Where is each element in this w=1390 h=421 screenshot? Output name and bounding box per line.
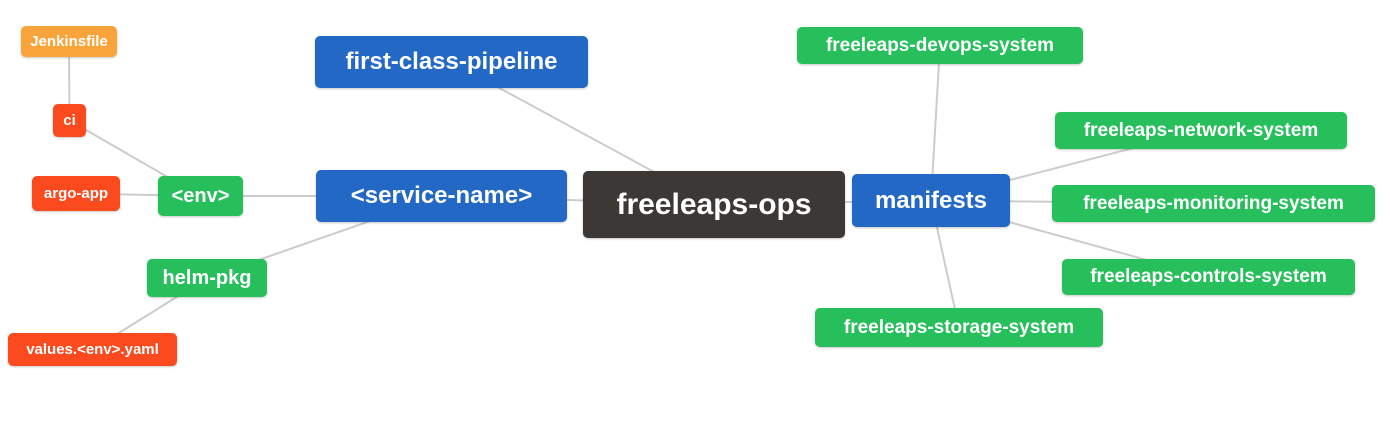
node-helm-pkg[interactable]: helm-pkg xyxy=(147,259,267,297)
node-freeleaps-monitoring-system[interactable]: freeleaps-monitoring-system xyxy=(1052,185,1375,222)
node-label: <service-name> xyxy=(350,182,533,209)
node-label: freeleaps-storage-system xyxy=(843,316,1075,338)
node-label: freeleaps-monitoring-system xyxy=(1083,192,1344,214)
node-label: <env> xyxy=(171,184,230,207)
node-jenkinsfile[interactable]: Jenkinsfile xyxy=(21,26,117,57)
node-freeleaps-controls-system[interactable]: freeleaps-controls-system xyxy=(1062,259,1355,295)
node-label: ci xyxy=(63,112,76,129)
node-label: values.<env>.yaml xyxy=(26,341,159,358)
node-label: Jenkinsfile xyxy=(30,33,108,50)
node-argo-app[interactable]: argo-app xyxy=(32,176,120,211)
node-env[interactable]: <env> xyxy=(158,176,243,216)
node-freeleaps-ops[interactable]: freeleaps-ops xyxy=(583,171,845,238)
node-label: freeleaps-ops xyxy=(616,187,812,221)
node-label: freeleaps-network-system xyxy=(1083,119,1319,141)
node-label: first-class-pipeline xyxy=(345,48,558,75)
node-freeleaps-devops-system[interactable]: freeleaps-devops-system xyxy=(797,27,1083,64)
node-values-env-yaml[interactable]: values.<env>.yaml xyxy=(8,333,177,366)
node-freeleaps-storage-system[interactable]: freeleaps-storage-system xyxy=(815,308,1103,347)
node-service-name[interactable]: <service-name> xyxy=(316,170,567,222)
node-label: argo-app xyxy=(43,185,109,202)
node-label: freeleaps-controls-system xyxy=(1090,266,1327,287)
node-freeleaps-network-system[interactable]: freeleaps-network-system xyxy=(1055,112,1347,149)
node-label: manifests xyxy=(874,186,988,214)
node-label: freeleaps-devops-system xyxy=(825,34,1055,56)
node-manifests[interactable]: manifests xyxy=(852,174,1010,227)
node-label: helm-pkg xyxy=(162,266,252,289)
node-ci[interactable]: ci xyxy=(53,104,86,137)
node-first-class-pipeline[interactable]: first-class-pipeline xyxy=(315,36,588,88)
